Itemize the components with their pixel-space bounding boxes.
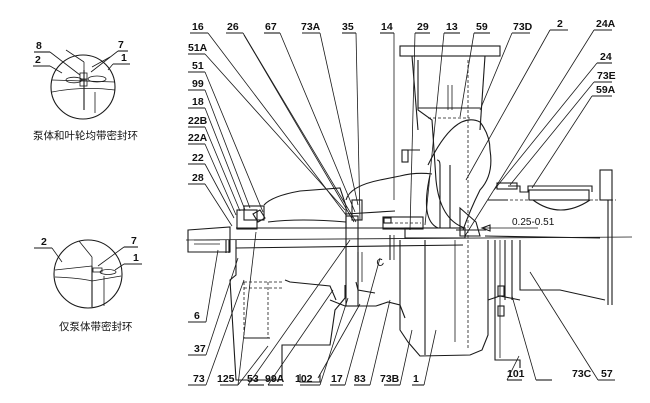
callout-57: 57 — [601, 368, 613, 380]
callout-28: 28 — [192, 172, 204, 184]
callout-53: 53 — [247, 373, 259, 385]
detail-view-casing-ring-only: 2 7 1 仅泵体带密封环 — [34, 235, 142, 333]
callout-26: 26 — [227, 21, 239, 33]
callout-67: 67 — [265, 21, 277, 33]
callout-6: 6 — [194, 310, 200, 322]
detail2-caption: 仅泵体带密封环 — [59, 320, 133, 333]
callout-73E: 73E — [597, 70, 616, 82]
callout-73D: 73D — [513, 21, 533, 33]
callout-125: 125 — [217, 373, 235, 385]
callout-37: 37 — [194, 343, 206, 355]
callout-14: 14 — [381, 21, 393, 33]
callout-labels: 16 26 67 73A 35 14 29 13 59 73D 2 24A 24… — [188, 18, 616, 385]
callout-99A: 99A — [265, 373, 285, 385]
callout-leaders — [188, 29, 615, 386]
callout-35: 35 — [342, 21, 354, 33]
callout-22: 22 — [192, 152, 204, 164]
callout-51A: 51A — [188, 42, 208, 54]
detail1-label-1: 1 — [121, 52, 127, 64]
detail2-label-2: 2 — [41, 236, 47, 248]
callout-18: 18 — [192, 96, 204, 108]
callout-73C: 73C — [572, 368, 592, 380]
callout-24A: 24A — [596, 18, 616, 30]
callout-73A: 73A — [301, 21, 321, 33]
detail1-caption: 泵体和叶轮均带密封环 — [33, 129, 138, 142]
dimension-clearance-note: 0.25-0.51 — [512, 217, 555, 228]
svg-text:C: C — [375, 257, 386, 270]
detail1-label-7: 7 — [118, 39, 124, 51]
callout-29: 29 — [417, 21, 429, 33]
callout-51: 51 — [192, 60, 204, 72]
callout-99: 99 — [192, 78, 204, 90]
callout-59: 59 — [476, 21, 488, 33]
callout-22A: 22A — [188, 132, 208, 144]
callout-59A: 59A — [596, 84, 616, 96]
callout-83: 83 — [354, 373, 366, 385]
callout-2: 2 — [557, 18, 563, 30]
callout-16: 16 — [192, 21, 204, 33]
callout-102: 102 — [295, 373, 313, 385]
callout-17: 17 — [331, 373, 343, 385]
callout-1: 1 — [413, 373, 419, 385]
callout-24: 24 — [600, 51, 612, 63]
detail2-label-1: 1 — [133, 252, 139, 264]
callout-13: 13 — [446, 21, 458, 33]
main-section: C — [185, 45, 633, 381]
detail-view-impeller-and-casing-rings: 8 2 7 1 泵体和叶轮均带密封环 — [33, 39, 138, 142]
callout-73B: 73B — [380, 373, 400, 385]
callout-101: 101 — [507, 368, 525, 380]
callout-22B: 22B — [188, 115, 208, 127]
detail1-label-8: 8 — [36, 40, 42, 52]
detail2-label-7: 7 — [131, 235, 137, 247]
detail1-label-2: 2 — [35, 54, 41, 66]
callout-73: 73 — [193, 373, 205, 385]
